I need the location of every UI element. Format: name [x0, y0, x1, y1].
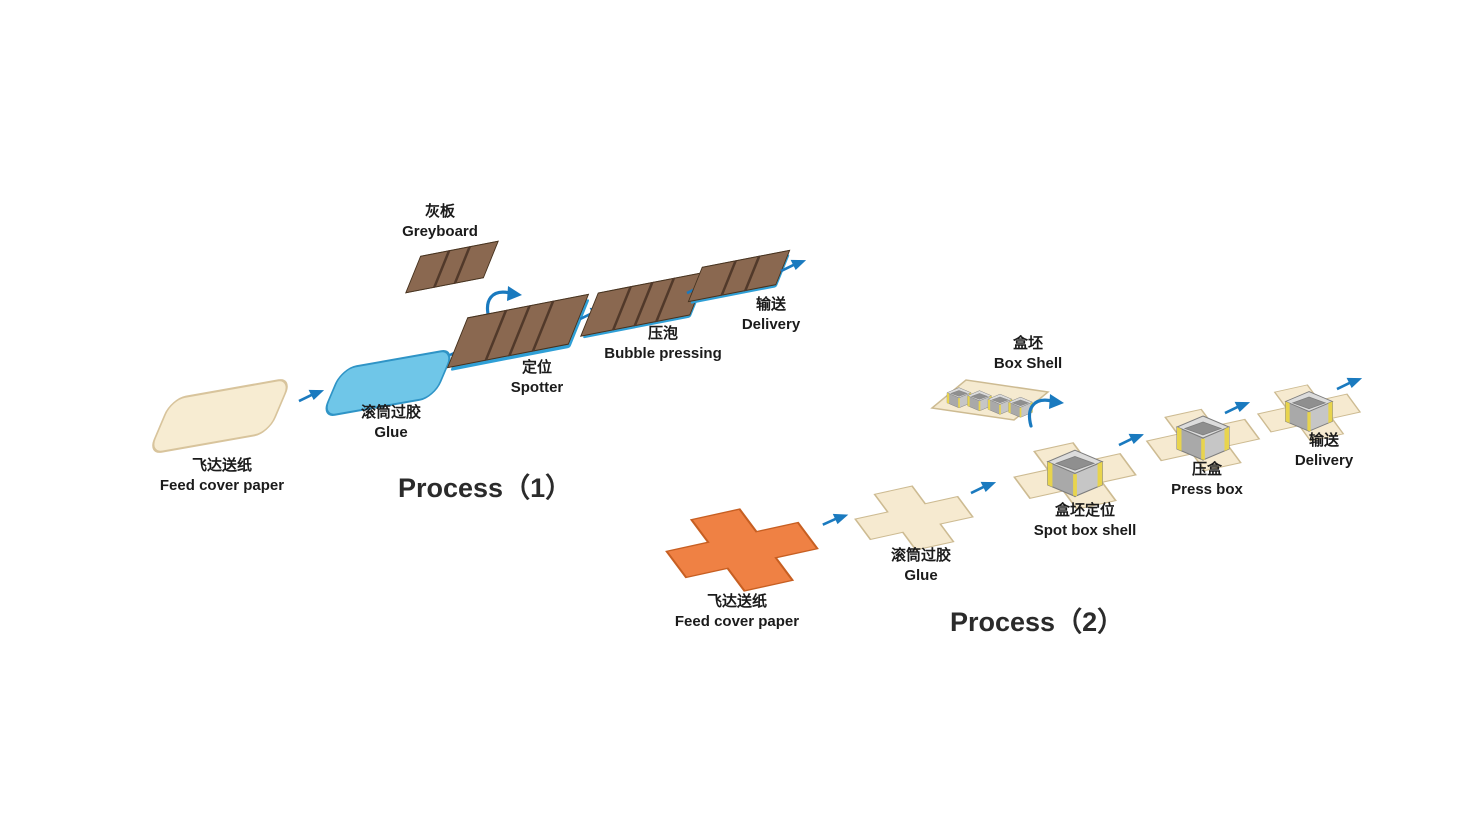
p2-delivery-label: 输送 Delivery: [1295, 431, 1353, 472]
p2-glue-label: 滚筒过胶 Glue: [891, 546, 951, 587]
cream-sheet-shape: [146, 376, 294, 456]
p1-feed-label: 飞达送纸 Feed cover paper: [160, 456, 284, 497]
p1-glue-label-en: Glue: [374, 424, 408, 442]
orange-cross-shape: [664, 498, 820, 600]
p2-box-shell-label-zh: 盒坯: [1012, 335, 1044, 352]
flow-arrow-icon: [295, 384, 328, 407]
p2-feed-label-en: Feed cover paper: [674, 613, 800, 631]
p1-bubble-label: 压泡 Bubble pressing: [604, 324, 722, 365]
p2-box-shell-label: 盒坯 Box Shell: [994, 334, 1062, 375]
p1-feed-cover-paper-sheet: [146, 376, 294, 456]
p2-feed-cover-paper-blank: [664, 498, 820, 600]
p1-glue-label: 滚筒过胶 Glue: [361, 403, 421, 444]
p1-greyboard-label-zh: 灰板: [424, 203, 456, 220]
p1-spotter-label-en: Spotter: [510, 379, 564, 397]
p1-bubble-label-en: Bubble pressing: [604, 345, 722, 363]
p2-glue-label-zh: 滚筒过胶: [890, 547, 952, 564]
p2-delivery-label-zh: 输送: [1308, 432, 1339, 449]
p2-spot-box-shell-label: 盒坯定位 Spot box shell: [1034, 501, 1137, 542]
p1-spotter-label-zh: 定位: [521, 359, 552, 376]
p2-glue-label-en: Glue: [904, 567, 938, 585]
p2-spot-label-en: Spot box shell: [1033, 522, 1137, 540]
p1-spotter-label: 定位 Spotter: [511, 358, 564, 399]
p2-spot-label-zh: 盒坯定位: [1054, 502, 1116, 519]
p1-feed-label-zh: 飞达送纸: [191, 457, 252, 474]
p2-box-shell-label-en: Box Shell: [993, 355, 1063, 373]
p2-delivery-label-en: Delivery: [1294, 452, 1354, 470]
p1-glue-label-zh: 滚筒过胶: [360, 404, 422, 421]
box-shell-tray-shape: [930, 379, 1050, 421]
flow-arrow-icon: [819, 509, 852, 530]
p1-feed-label-en: Feed cover paper: [159, 477, 285, 495]
p1-greyboard-label: 灰板 Greyboard: [402, 202, 478, 243]
curved-arrow-icon: [1024, 392, 1066, 430]
process1-title: Process（1）: [398, 473, 573, 503]
p2-press-box-label: 压盒 Press box: [1171, 460, 1243, 501]
p1-delivery-label-zh: 输送: [755, 296, 786, 313]
p2-press-label-en: Press box: [1171, 481, 1243, 499]
process2-title: Process（2）: [950, 607, 1125, 637]
p2-feed-label-zh: 飞达送纸: [706, 593, 767, 610]
p1-bubble-label-zh: 压泡: [647, 325, 678, 342]
p2-box-shell-tray: [926, 350, 1054, 430]
p1-delivery-label-en: Delivery: [741, 316, 801, 334]
p1-greyboard-label-en: Greyboard: [402, 223, 478, 241]
p1-glue-sheet: [320, 347, 456, 419]
p2-feed-label: 飞达送纸 Feed cover paper: [675, 592, 799, 633]
p2-press-label-zh: 压盒: [1191, 461, 1222, 478]
p1-delivery-label: 输送 Delivery: [742, 295, 800, 336]
